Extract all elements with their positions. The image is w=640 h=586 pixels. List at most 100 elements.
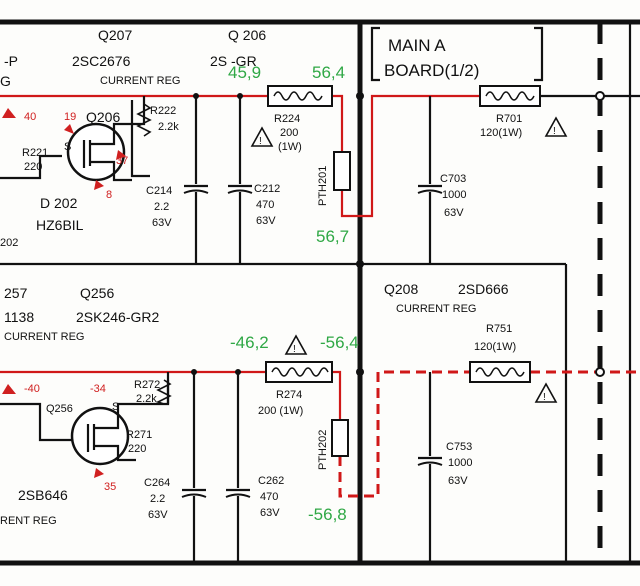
r221-value: 220 xyxy=(24,161,42,173)
c262-plate-curved xyxy=(225,493,251,498)
probe-value-8: 8 xyxy=(106,189,112,201)
c264-value1: 2.2 xyxy=(150,493,165,505)
c212-value1: 470 xyxy=(256,199,274,211)
left-cut-1138: 1138 xyxy=(4,309,34,325)
c212-value2: 63V xyxy=(256,215,276,227)
d202-part: HZ6BIL xyxy=(36,217,84,233)
voltage-45-9: 45,9 xyxy=(228,63,261,82)
pth202-to-r751-trace xyxy=(338,370,470,498)
left-cut-202: 202 xyxy=(0,237,18,249)
c212-plate-curved xyxy=(227,189,253,194)
left-cut-current-reg: CURRENT REG xyxy=(4,331,84,343)
svg-text:!: ! xyxy=(293,344,296,355)
c262-value1: 470 xyxy=(260,491,278,503)
junction-dot xyxy=(193,93,199,99)
voltage-56-4: 56,4 xyxy=(312,63,345,82)
r701-symbol xyxy=(485,91,535,101)
r274-symbol xyxy=(271,367,329,377)
q206-header-part: 2S -GR xyxy=(210,53,257,69)
pth202-label: PTH202 xyxy=(317,430,329,470)
r751-value: 120(1W) xyxy=(474,341,516,353)
probe-value-19: 19 xyxy=(64,111,76,123)
c264-value2: 63V xyxy=(148,509,168,521)
q206-pin-s: S xyxy=(64,141,71,153)
c753-plate-curved xyxy=(417,461,443,466)
c703-label: C703 xyxy=(440,173,466,185)
probe-marker-icon xyxy=(94,468,104,478)
voltage-neg56-8: -56,8 xyxy=(308,505,347,524)
q256-pin-s: S xyxy=(112,401,119,413)
probe-value-40: 40 xyxy=(24,111,36,123)
pth202-thermistor xyxy=(331,419,349,457)
r222-r221-wire xyxy=(130,100,150,178)
r272-resistor xyxy=(155,379,172,405)
probe-marker-icon xyxy=(2,384,16,394)
q256-source-wire xyxy=(94,444,136,462)
r701-label: R701 xyxy=(496,113,522,125)
probe-value-35: 35 xyxy=(104,481,116,493)
q207-role: CURRENT REG xyxy=(100,75,180,87)
c264-plate-curved xyxy=(181,493,207,498)
voltage-56-7: 56,7 xyxy=(316,227,349,246)
q256-transistor xyxy=(70,406,130,466)
pth201-label: PTH201 xyxy=(317,166,329,206)
d202-label: D 202 xyxy=(40,195,78,211)
voltage-neg56-4: -56,4 xyxy=(320,333,359,352)
q256-header: Q256 xyxy=(80,285,114,301)
r222-value: 2.2k xyxy=(158,121,179,133)
junction-dot xyxy=(356,368,364,376)
r751-symbol xyxy=(475,367,525,377)
probe-value-neg40: -40 xyxy=(24,383,40,395)
voltage-neg46-2: -46,2 xyxy=(230,333,269,352)
svg-text:!: ! xyxy=(543,392,546,403)
svg-text:!: ! xyxy=(259,136,262,147)
junction-dot xyxy=(595,367,605,377)
r271-label: R271 xyxy=(126,429,152,441)
r701-value: 120(1W) xyxy=(480,127,522,139)
r224-symbol xyxy=(273,91,323,101)
c703-value2: 63V xyxy=(444,207,464,219)
r224-to-pth201-trace xyxy=(332,94,344,152)
r224-value1: 200 xyxy=(280,127,298,139)
left-cut-p: -P xyxy=(4,53,18,69)
c214-plate-curved xyxy=(183,189,209,194)
warning-icon: ! xyxy=(250,126,274,147)
c214-value1: 2.2 xyxy=(154,201,169,213)
q256-gate-wire xyxy=(0,402,72,442)
r274-resistor xyxy=(265,361,333,383)
q256-header-part: 2SK246-GR2 xyxy=(76,309,159,325)
r221-label: R221 xyxy=(22,147,48,159)
left-cut-257: 257 xyxy=(4,285,28,301)
q206-transistor xyxy=(66,122,126,182)
c262-label: C262 xyxy=(258,475,284,487)
left-cut-rent-reg: RENT REG xyxy=(0,515,57,527)
board-label-line2: BOARD(1/2) xyxy=(384,61,479,80)
r751-label: R751 xyxy=(486,323,512,335)
c753-value1: 1000 xyxy=(448,457,472,469)
pth201-to-r701-trace xyxy=(340,94,480,218)
board-bracket-left xyxy=(370,26,380,82)
c753-label: C753 xyxy=(446,441,472,453)
probe-value-37: 37 xyxy=(116,155,128,167)
junction-dot xyxy=(356,92,364,100)
svg-text:!: ! xyxy=(553,126,556,137)
r272-label: R272 xyxy=(134,379,160,391)
r271-value: 220 xyxy=(128,443,146,455)
r272-value: 2.2k xyxy=(136,393,157,405)
q208-label: Q208 xyxy=(384,281,418,297)
probe-marker-icon xyxy=(64,124,74,134)
probe-value-neg34: -34 xyxy=(90,383,106,395)
warning-icon: ! xyxy=(534,382,558,403)
c262-value2: 63V xyxy=(260,507,280,519)
r221-wire xyxy=(0,154,62,180)
c214-value2: 63V xyxy=(152,217,172,229)
probe-marker-icon xyxy=(116,150,126,160)
r224-value2: (1W) xyxy=(278,141,302,153)
c212-label: C212 xyxy=(254,183,280,195)
c214-label: C214 xyxy=(146,185,172,197)
q207-label: Q207 xyxy=(98,27,132,43)
probe-marker-icon xyxy=(94,180,104,190)
junction-dot xyxy=(237,93,243,99)
